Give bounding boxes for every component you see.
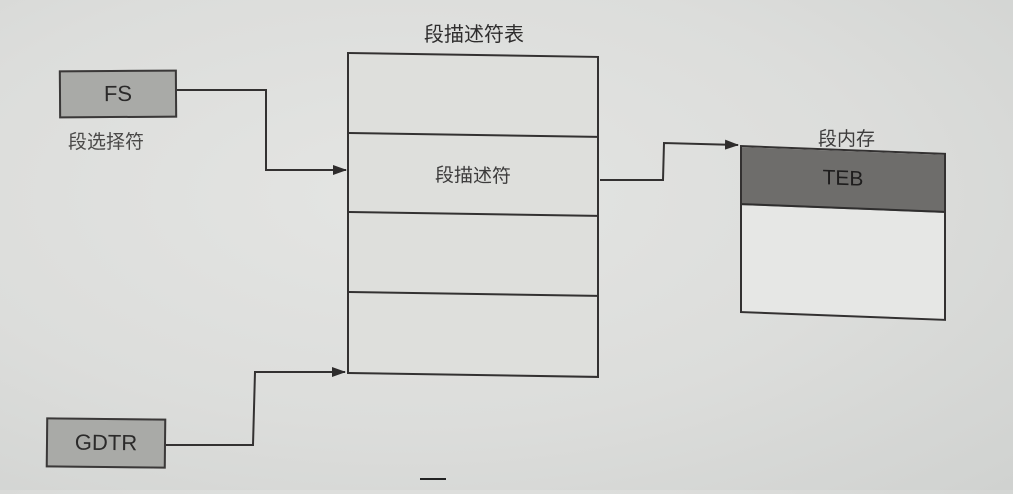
descriptor-table: 段描述符 — [347, 52, 599, 378]
segment-selector-caption: 段选择符 — [68, 131, 145, 153]
segment-memory-title: 段内存 — [818, 128, 876, 150]
descriptor-to-teb-arrow — [600, 139, 739, 181]
teb-label: TEB — [822, 166, 864, 191]
fs-to-descriptor-arrow — [176, 89, 347, 175]
fs-register-label: FS — [103, 80, 133, 107]
segment-memory-block: TEB — [740, 145, 946, 321]
teb-region: TEB — [742, 147, 944, 213]
fs-register-box: FS — [58, 69, 178, 119]
segment-descriptor-label: 段描述符 — [434, 164, 511, 188]
descriptor-table-row — [349, 54, 597, 138]
gdtr-register-box: GDTR — [45, 417, 167, 469]
descriptor-table-row — [349, 213, 597, 297]
figure-caption-fragment — [420, 478, 446, 494]
descriptor-table-title: 段描述符表 — [424, 22, 524, 46]
descriptor-table-row — [349, 293, 597, 376]
descriptor-table-row-segment-descriptor: 段描述符 — [349, 133, 597, 217]
gdtr-register-label: GDTR — [74, 429, 138, 456]
gdtr-to-table-arrow — [166, 367, 346, 446]
